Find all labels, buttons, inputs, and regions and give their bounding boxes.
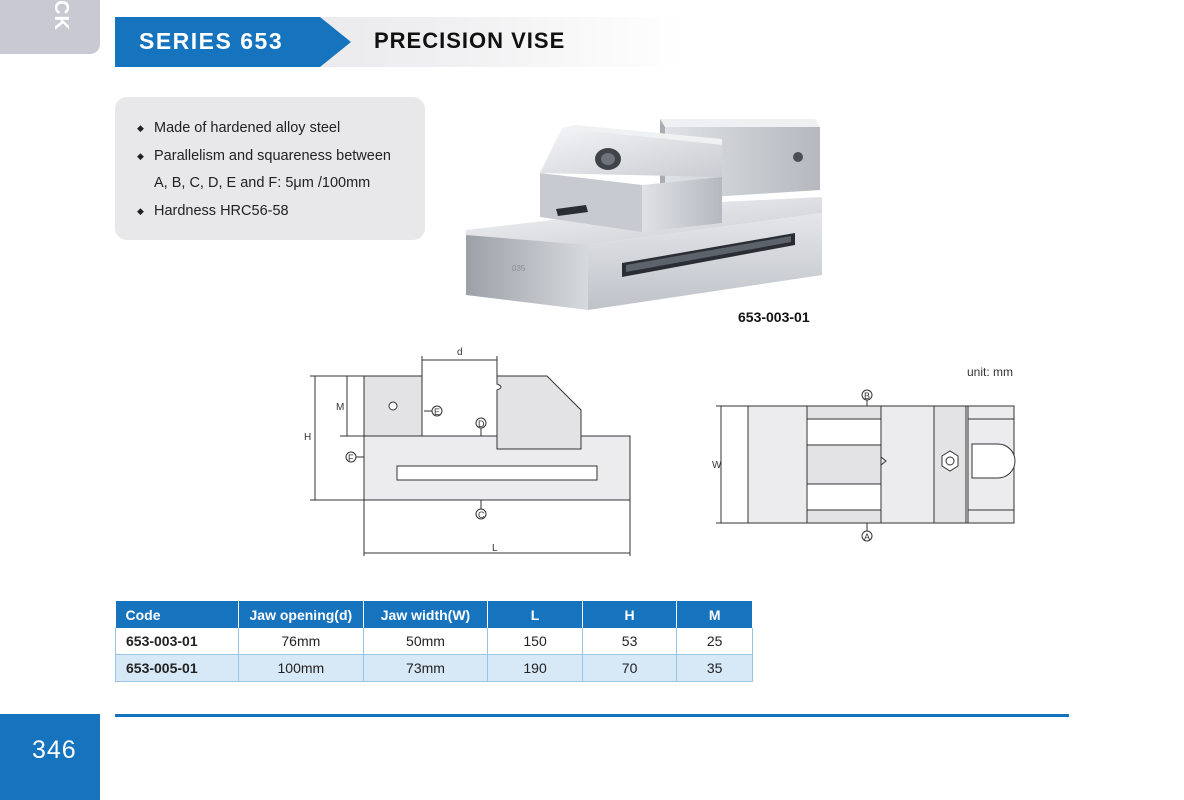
unit-label: unit: mm bbox=[967, 365, 1014, 379]
side-tab-label: CK bbox=[50, 0, 72, 31]
dim-label-m: M bbox=[336, 402, 344, 413]
col-header: L bbox=[487, 601, 583, 628]
features-panel: Made of hardened alloy steel Parallelism… bbox=[115, 97, 425, 240]
table-row: 653-005-01 100mm 73mm 190 70 35 bbox=[114, 654, 753, 682]
feature-item: Hardness HRC56-58 bbox=[137, 198, 425, 226]
datum-e: E bbox=[434, 407, 440, 417]
table-cell: 73mm bbox=[363, 654, 489, 682]
table-header-row: Code Jaw opening(d) Jaw width(W) L H M bbox=[115, 601, 753, 628]
col-header: H bbox=[582, 601, 678, 628]
feature-item: Made of hardened alloy steel bbox=[137, 115, 425, 143]
datum-b: B bbox=[864, 391, 870, 401]
table-cell: 76mm bbox=[238, 628, 364, 655]
datum-f: F bbox=[348, 453, 354, 463]
table-cell: 150 bbox=[487, 628, 583, 655]
page-number-box: 346 bbox=[0, 714, 100, 800]
dim-label-d: d bbox=[457, 347, 463, 358]
table-cell: 50mm bbox=[363, 628, 489, 655]
table-cell: 70 bbox=[582, 654, 678, 682]
table-cell: 25 bbox=[676, 628, 753, 655]
table-cell: 35 bbox=[676, 654, 753, 682]
datum-d: D bbox=[478, 419, 485, 429]
table-cell: 653-003-01 bbox=[114, 628, 240, 655]
table-row: 653-003-01 76mm 50mm 150 53 25 bbox=[114, 628, 753, 655]
col-header: Code bbox=[115, 601, 240, 628]
table-cell: 653-005-01 bbox=[114, 654, 240, 682]
table-cell: 53 bbox=[582, 628, 678, 655]
side-view-drawing: d H M L E D F C bbox=[304, 347, 631, 556]
dim-label-h: H bbox=[304, 432, 311, 443]
spec-table: Code Jaw opening(d) Jaw width(W) L H M 6… bbox=[114, 601, 753, 682]
dim-label-l: L bbox=[492, 543, 498, 554]
feature-item-continued: A, B, C, D, E and F: 5μm /100mm bbox=[154, 175, 371, 191]
table-cell: 190 bbox=[487, 654, 583, 682]
feature-item: Parallelism and squareness between bbox=[137, 143, 425, 171]
table-cell: 100mm bbox=[238, 654, 364, 682]
dim-label-w: W bbox=[712, 460, 722, 471]
section-side-tab: CK bbox=[0, 0, 100, 54]
product-photo: 035 bbox=[466, 119, 822, 310]
features-list: Made of hardened alloy steel Parallelism… bbox=[115, 97, 425, 225]
product-title: PRECISION VISE bbox=[374, 28, 566, 53]
col-header: Jaw opening(d) bbox=[238, 601, 364, 628]
footer-rule bbox=[115, 714, 1069, 717]
top-view-drawing: W B A bbox=[712, 389, 1016, 542]
series-tag: SERIES 653 bbox=[115, 17, 351, 67]
datum-c: C bbox=[478, 510, 485, 520]
page-number: 346 bbox=[32, 736, 77, 764]
datum-a: A bbox=[864, 532, 870, 542]
col-header: Jaw width(W) bbox=[363, 601, 489, 628]
photo-caption: 653-003-01 bbox=[738, 309, 810, 325]
col-header: M bbox=[676, 601, 753, 628]
series-label: SERIES 653 bbox=[139, 28, 284, 54]
engraving-text: 035 bbox=[512, 264, 526, 273]
